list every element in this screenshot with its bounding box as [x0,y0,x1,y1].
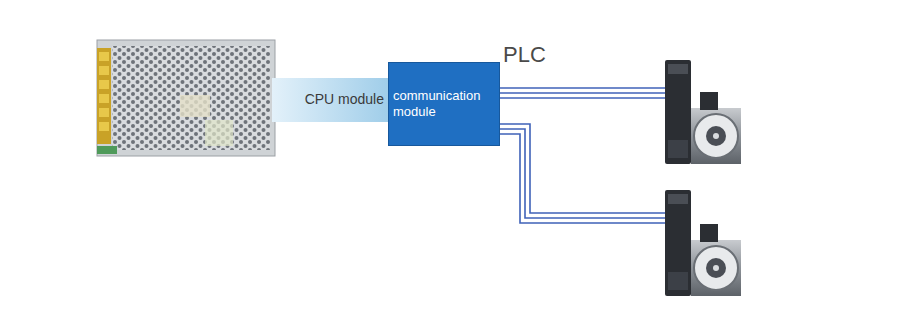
bus-wires [500,88,665,223]
node-text: communication module [393,88,495,121]
device-label: PLC [503,42,546,68]
node-text: CPU module [305,91,384,109]
power-supply [97,40,275,156]
servo-drive-motor [665,60,741,164]
servo-drive-motor [665,190,741,296]
bus-band: CPU module [272,78,390,122]
module-box: communication module [388,62,500,146]
